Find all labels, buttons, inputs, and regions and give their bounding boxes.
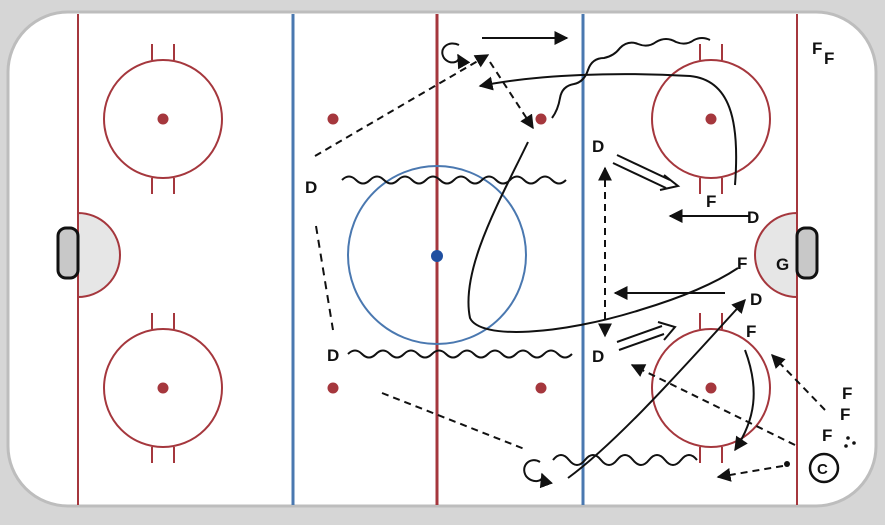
crease-right — [754, 211, 798, 299]
label-d-left-upper: D — [305, 178, 317, 197]
neutral-dot-left-top — [327, 113, 339, 125]
backskate-arrow-lower — [616, 321, 677, 351]
puck-pile-3 — [844, 444, 848, 448]
wavy-line-top-right — [551, 37, 711, 119]
wavy-line-upper — [341, 175, 567, 185]
label-d-right-upper: D — [592, 137, 604, 156]
puck-pile-1 — [846, 436, 850, 440]
pivot-curl-top — [441, 42, 471, 70]
label-d-near-net-upper: D — [747, 208, 759, 227]
pivot-curl-bottom — [523, 459, 553, 489]
skate-path-lower-diagonal — [567, 298, 746, 479]
center-circle — [347, 165, 527, 345]
faceoff-circle-right-bottom — [651, 313, 771, 463]
net-left — [56, 226, 80, 280]
dashed-d-to-d — [315, 225, 334, 331]
faceoff-circle-left-bottom — [103, 313, 223, 463]
label-f-stack-3: F — [822, 426, 832, 445]
puck-pile-2 — [852, 441, 856, 445]
label-d-left-lower: D — [327, 346, 339, 365]
label-d-right-lower: D — [592, 347, 604, 366]
label-f-mid: F — [737, 254, 747, 273]
skate-path-center-s — [467, 141, 739, 333]
label-ff-top-right-2: F — [824, 49, 834, 68]
crease-left — [77, 211, 121, 299]
label-d-near-net-lower: D — [750, 290, 762, 309]
coach-icon — [808, 452, 840, 484]
dashed-pass-bottom — [381, 392, 528, 451]
center-dot — [431, 250, 443, 262]
label-ff-top-right-1: F — [812, 39, 822, 58]
neutral-dot-left-bottom — [327, 382, 339, 394]
label-coach: C — [817, 461, 828, 478]
wavy-line-lower — [347, 349, 573, 359]
label-f-upper: F — [706, 192, 716, 211]
net-right — [795, 226, 819, 280]
faceoff-circle-right-top — [651, 44, 771, 194]
label-f-stack-2: F — [840, 405, 850, 424]
neutral-dot-right-bottom — [535, 382, 547, 394]
dashed-pass-top-left — [314, 54, 490, 157]
label-f-stack-1: F — [842, 384, 852, 403]
backskate-arrow-upper — [612, 154, 681, 191]
dashed-coach-pass-2 — [716, 465, 784, 482]
wavy-line-bottom — [552, 454, 698, 466]
dashed-f-stack-move — [771, 353, 826, 411]
dashed-pass-top-down — [489, 61, 534, 130]
puck-icon — [784, 461, 790, 467]
label-goalie: G — [776, 255, 789, 274]
faceoff-circle-left-top — [103, 44, 223, 194]
skate-path-lower-hook — [734, 349, 755, 452]
dashed-coach-pass-1 — [630, 364, 796, 446]
neutral-dot-right-top — [535, 113, 547, 125]
label-f-lower: F — [746, 322, 756, 341]
skate-path-top-loop — [478, 73, 738, 186]
